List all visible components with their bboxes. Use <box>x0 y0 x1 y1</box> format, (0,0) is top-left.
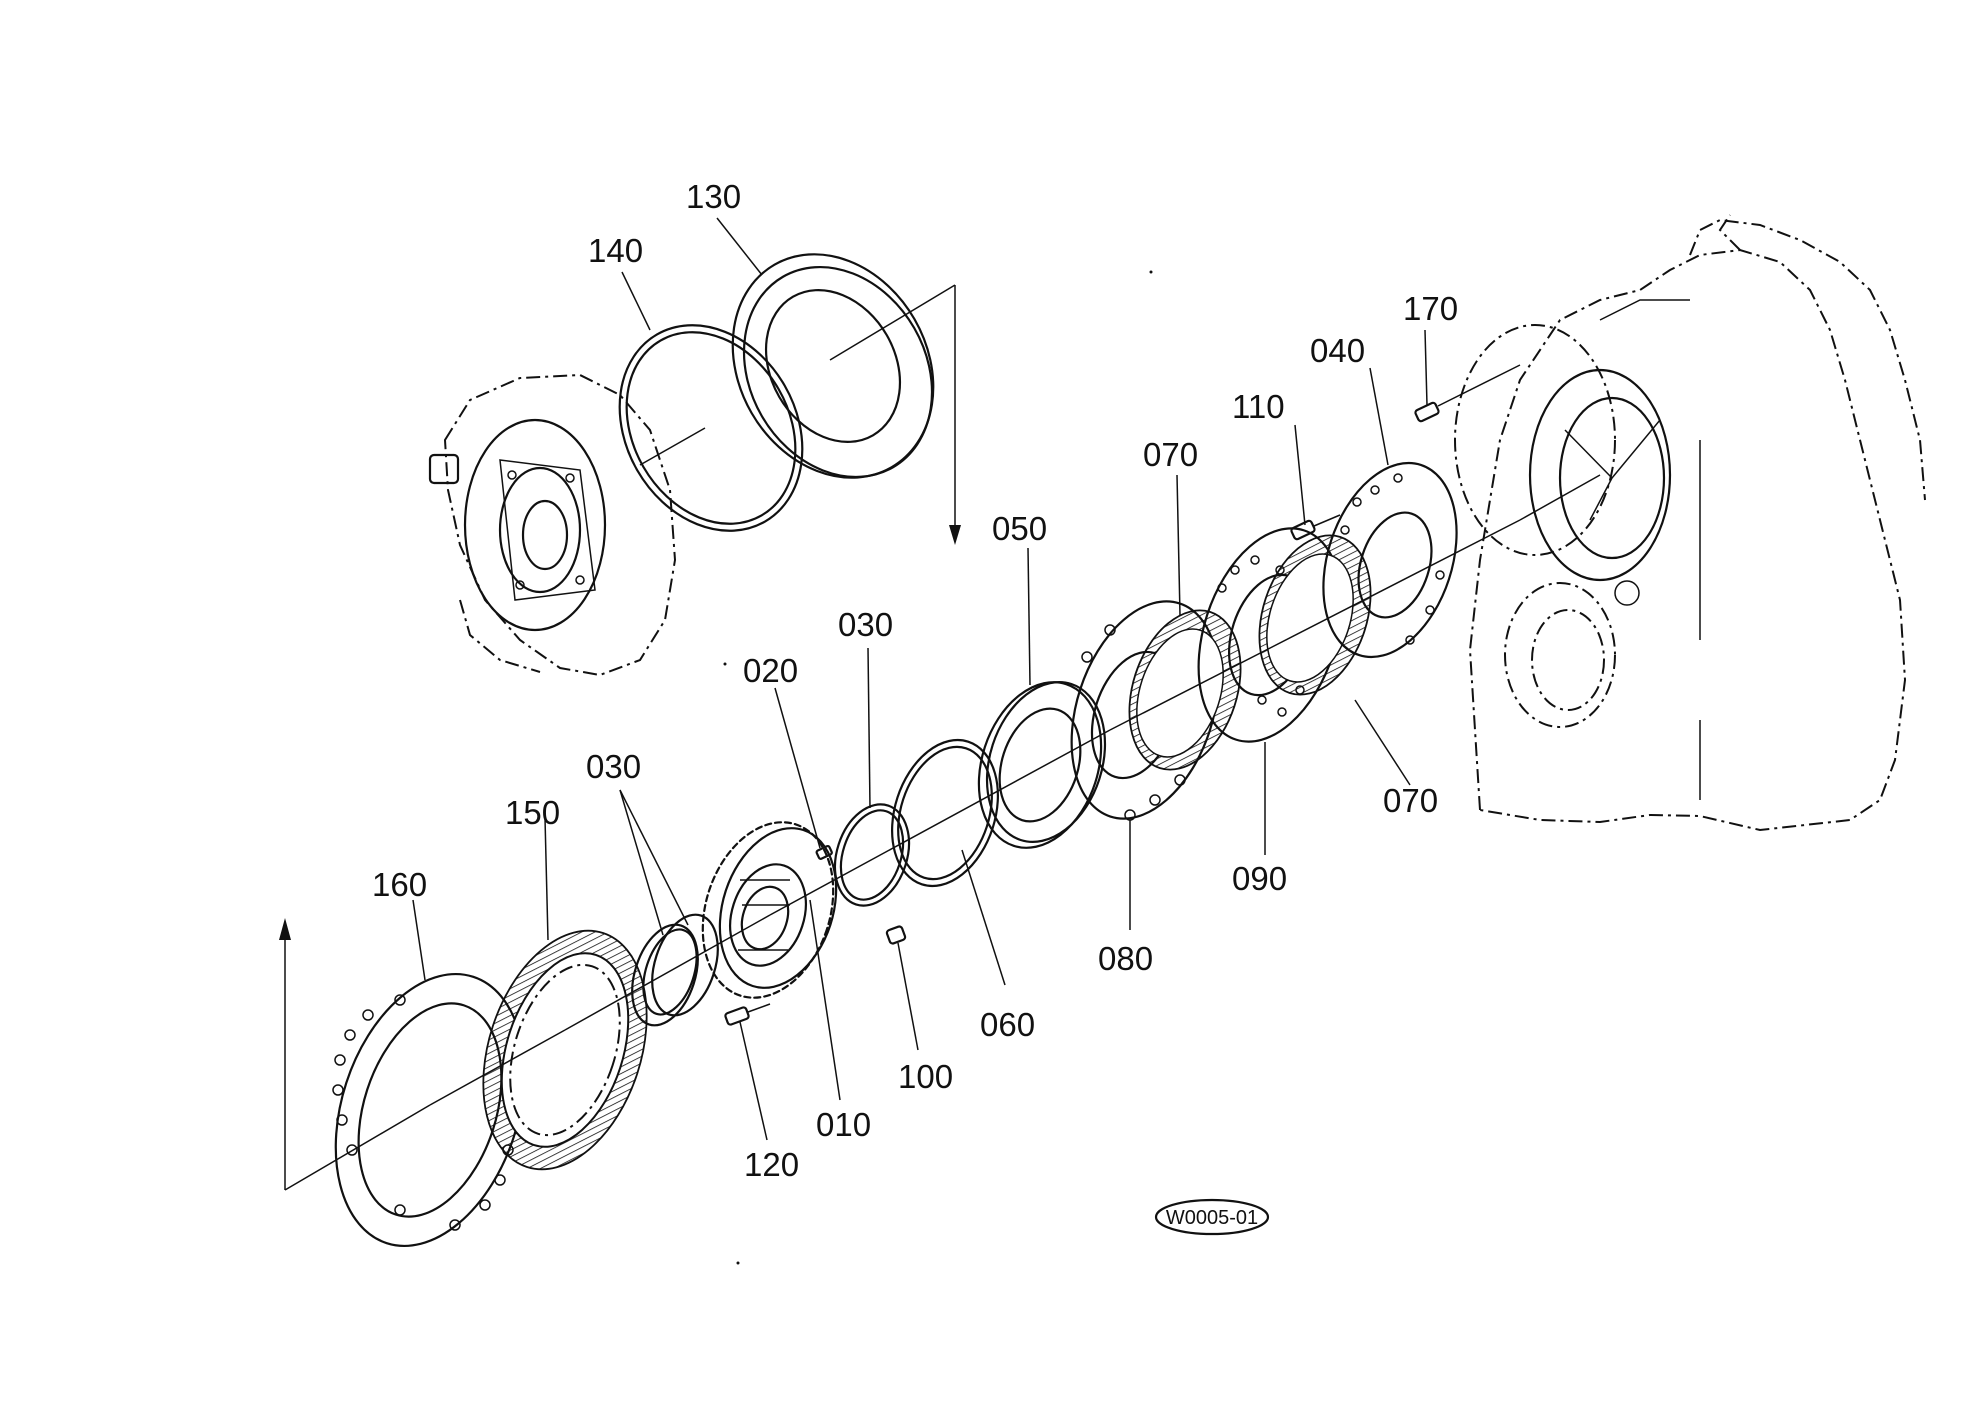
callout-100: 100 <box>898 1058 953 1095</box>
callout-080: 080 <box>1098 940 1153 977</box>
stray-dot <box>1149 270 1153 274</box>
callout-030-mid: 030 <box>838 606 893 643</box>
transmission-case <box>1454 214 1926 832</box>
part-070-friction-disc-b <box>1258 534 1372 696</box>
axis-line-upper-1 <box>639 427 706 466</box>
part-120-bolt <box>724 1003 771 1026</box>
axis-line-lower-5 <box>1109 519 1521 731</box>
callout-150: 150 <box>505 794 560 831</box>
part-170-spring <box>1414 364 1521 423</box>
axis-line-upper-2 <box>829 284 956 361</box>
part-110-spring <box>1290 514 1341 541</box>
leader-lines <box>412 217 1428 1141</box>
part-030-ring <box>833 803 911 907</box>
callout-070-top: 070 <box>1143 436 1198 473</box>
part-040-plate <box>1322 461 1458 659</box>
part-150-friction-disc <box>482 929 648 1171</box>
stray-dot <box>723 662 727 666</box>
part-140-o-ring <box>618 324 804 532</box>
arrow-head-down <box>949 525 961 545</box>
part-070-friction-disc-a <box>1128 609 1242 771</box>
callout-040: 040 <box>1310 332 1365 369</box>
callout-110: 110 <box>1232 388 1285 425</box>
axis-line-lower-6 <box>1519 474 1601 521</box>
drawing-id: W0005-01 <box>1166 1207 1258 1229</box>
callout-060: 060 <box>980 1006 1035 1043</box>
callout-120: 120 <box>744 1146 799 1183</box>
axis-line-lower-3 <box>564 914 771 1031</box>
callout-050: 050 <box>992 510 1047 547</box>
callout-090: 090 <box>1232 860 1287 897</box>
part-010-gear-hub <box>701 821 838 999</box>
callout-010: 010 <box>816 1106 871 1143</box>
axis-line-lower-4 <box>769 729 1111 916</box>
callout-030-left: 030 <box>586 748 641 785</box>
axis-line-lower-1 <box>284 1104 431 1191</box>
part-callouts: 130 140 170 040 110 070 050 030 020 030 … <box>372 178 1458 1183</box>
callout-160: 160 <box>372 866 427 903</box>
housing-cover <box>428 373 677 677</box>
callout-140: 140 <box>588 232 643 269</box>
callout-070-bottom: 070 <box>1383 782 1438 819</box>
arrow-head-up <box>279 918 291 940</box>
callout-130: 130 <box>686 178 741 215</box>
part-020-pin <box>815 844 833 860</box>
callout-020: 020 <box>743 652 798 689</box>
drawing-id-tag: W0005-01 <box>1154 1198 1270 1236</box>
part-100-plug <box>885 925 907 945</box>
stray-dot <box>736 1261 740 1265</box>
axis-line-lower-2 <box>429 1029 566 1106</box>
part-130-piston <box>731 253 935 479</box>
callout-170: 170 <box>1403 290 1458 327</box>
